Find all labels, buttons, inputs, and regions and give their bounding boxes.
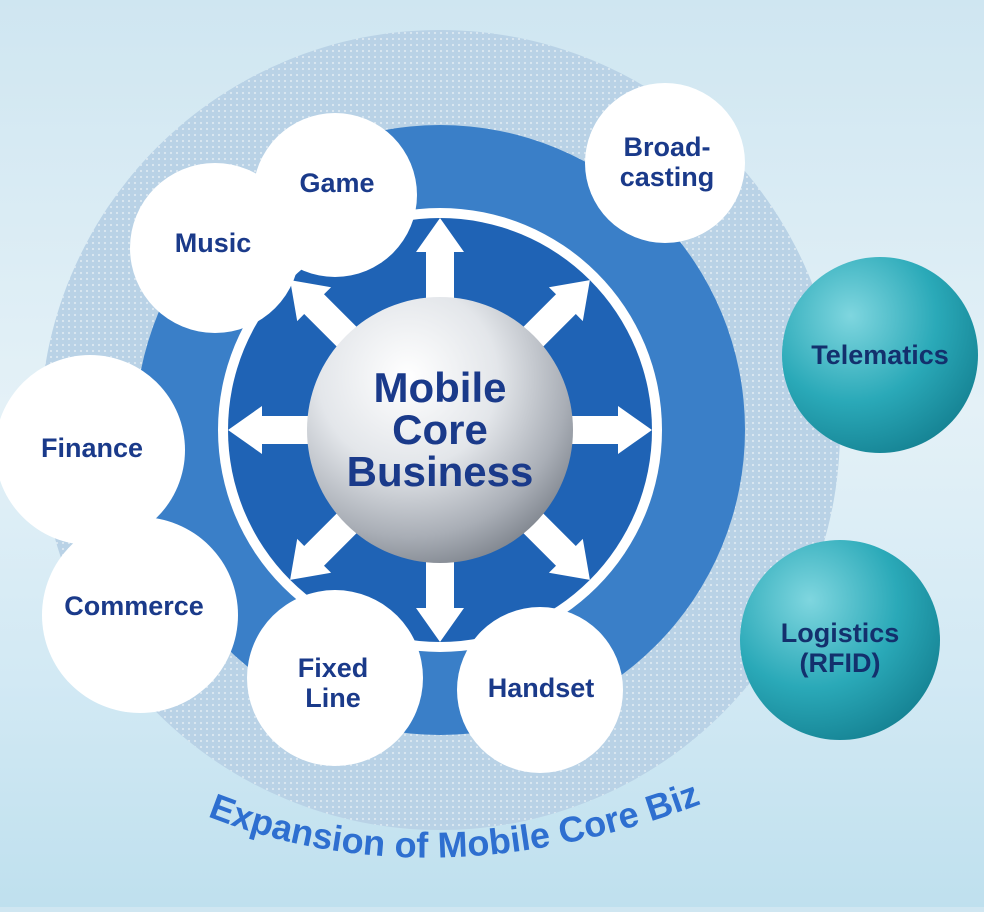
bubble-telematics bbox=[782, 257, 978, 453]
expansion-arrows bbox=[228, 218, 652, 642]
bubble-broadcasting bbox=[585, 83, 745, 243]
label-game: Game bbox=[299, 167, 375, 198]
label-telematics: Telematics bbox=[811, 339, 949, 370]
label-music: Music bbox=[174, 227, 252, 258]
bubble-logistics bbox=[740, 540, 940, 740]
label-finance: Finance bbox=[40, 432, 144, 463]
arrow-2 bbox=[560, 406, 652, 454]
bubble-finance bbox=[0, 355, 185, 545]
label-handset: Handset bbox=[487, 672, 595, 703]
label-commerce: Commerce bbox=[64, 590, 204, 621]
arrow-6 bbox=[228, 406, 320, 454]
label-fixed-line: Fixed Line bbox=[297, 652, 369, 713]
arrow-0 bbox=[416, 218, 464, 310]
bubble-music bbox=[130, 163, 300, 333]
bubble-commerce bbox=[42, 517, 238, 713]
bubble-fixed-line bbox=[247, 590, 423, 766]
bubble-handset bbox=[457, 607, 623, 773]
core-label: Mobile Core Business bbox=[346, 364, 534, 495]
core-sphere bbox=[307, 297, 573, 563]
label-logistics: Logistics (RFID) bbox=[780, 617, 900, 678]
arrow-4 bbox=[416, 550, 464, 642]
label-broadcasting: Broad- casting bbox=[619, 131, 715, 192]
